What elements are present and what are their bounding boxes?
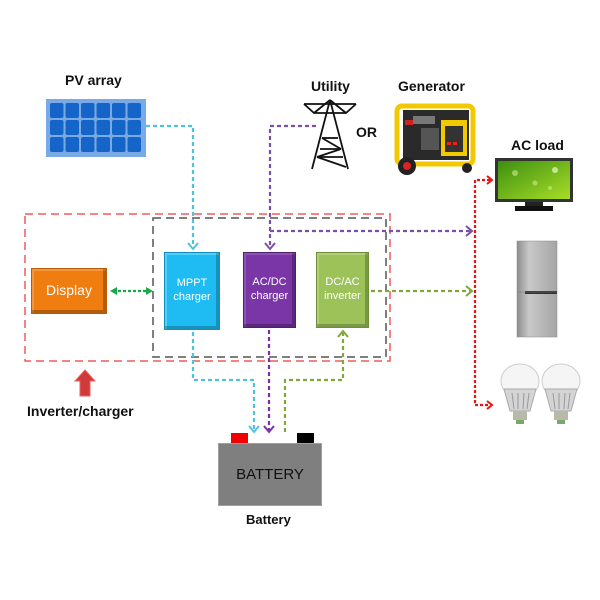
mppt-label-line2: charger bbox=[173, 291, 211, 303]
solar-cell bbox=[65, 137, 79, 152]
pv-to-mppt-arrowhead bbox=[187, 242, 199, 251]
solar-cell bbox=[65, 120, 79, 135]
solar-cells bbox=[50, 103, 141, 152]
battery-caption: Battery bbox=[246, 512, 291, 527]
ac-bus-line bbox=[473, 178, 490, 407]
acdc-label-line1: AC/DC bbox=[252, 276, 287, 289]
generator-label: Generator bbox=[398, 78, 465, 94]
solar-cell bbox=[96, 120, 110, 135]
bulb-left bbox=[500, 363, 540, 424]
pv-to-mppt-line bbox=[146, 124, 195, 247]
solar-cell bbox=[96, 103, 110, 118]
or-label: OR bbox=[356, 124, 377, 140]
solar-cell bbox=[127, 103, 141, 118]
solar-cell bbox=[81, 137, 95, 152]
utility-to-acdc-line bbox=[268, 124, 316, 247]
light-bulbs-icon bbox=[500, 363, 581, 424]
inverter-charger-label: Inverter/charger bbox=[27, 403, 134, 419]
solar-cell bbox=[96, 137, 110, 152]
television-icon bbox=[495, 158, 573, 211]
solar-panel-icon bbox=[46, 99, 146, 157]
battery-block-label: BATTERY bbox=[236, 466, 304, 483]
converter-group-frame bbox=[152, 217, 387, 358]
solar-cell bbox=[65, 103, 79, 118]
bulb-right bbox=[541, 363, 581, 424]
display-link-arrow-right bbox=[146, 287, 153, 295]
battery-to-inverter-arrowhead bbox=[337, 329, 349, 338]
dcac-label-line1: DC/AC bbox=[325, 276, 360, 289]
pv-array-label: PV array bbox=[65, 72, 122, 88]
arrow-up-icon bbox=[73, 369, 97, 397]
ac-bus-arrow-bulbs bbox=[486, 400, 494, 410]
battery-positive-terminal bbox=[231, 433, 248, 443]
transmission-tower-icon bbox=[303, 99, 357, 170]
solar-cell bbox=[127, 120, 141, 135]
acdc-to-battery-arrowhead bbox=[263, 425, 275, 434]
solar-cell bbox=[50, 137, 64, 152]
display-label: Display bbox=[46, 282, 92, 299]
generator-icon bbox=[394, 103, 476, 175]
ac-bus-arrow-tv bbox=[486, 175, 494, 185]
inverter-charger-frame bbox=[24, 213, 391, 362]
display-block: Display bbox=[31, 268, 107, 314]
battery-block: BATTERY bbox=[218, 443, 322, 506]
battery-to-inverter-line bbox=[283, 333, 345, 432]
solar-cell bbox=[112, 137, 126, 152]
ac-load-label: AC load bbox=[511, 137, 564, 153]
solar-cell bbox=[81, 120, 95, 135]
solar-cell bbox=[50, 103, 64, 118]
inverter-to-load-arrowhead bbox=[465, 285, 474, 297]
solar-cell bbox=[81, 103, 95, 118]
acdc-label-line2: charger bbox=[250, 290, 289, 302]
solar-cell bbox=[50, 120, 64, 135]
mppt-to-battery-arrowhead bbox=[248, 425, 260, 434]
solar-cell bbox=[112, 103, 126, 118]
utility-label: Utility bbox=[311, 78, 350, 94]
utility-bypass-arrowhead bbox=[465, 225, 474, 237]
solar-cell bbox=[127, 137, 141, 152]
display-link-arrow-left bbox=[110, 287, 117, 295]
battery-negative-terminal bbox=[297, 433, 314, 443]
solar-cell bbox=[112, 120, 126, 135]
refrigerator-icon bbox=[516, 240, 558, 338]
dcac-label-line2: inverter bbox=[324, 290, 361, 302]
mppt-label-line1: MPPT bbox=[176, 277, 208, 290]
mppt-to-battery-line bbox=[191, 332, 256, 430]
utility-to-acdc-arrowhead bbox=[264, 242, 276, 251]
